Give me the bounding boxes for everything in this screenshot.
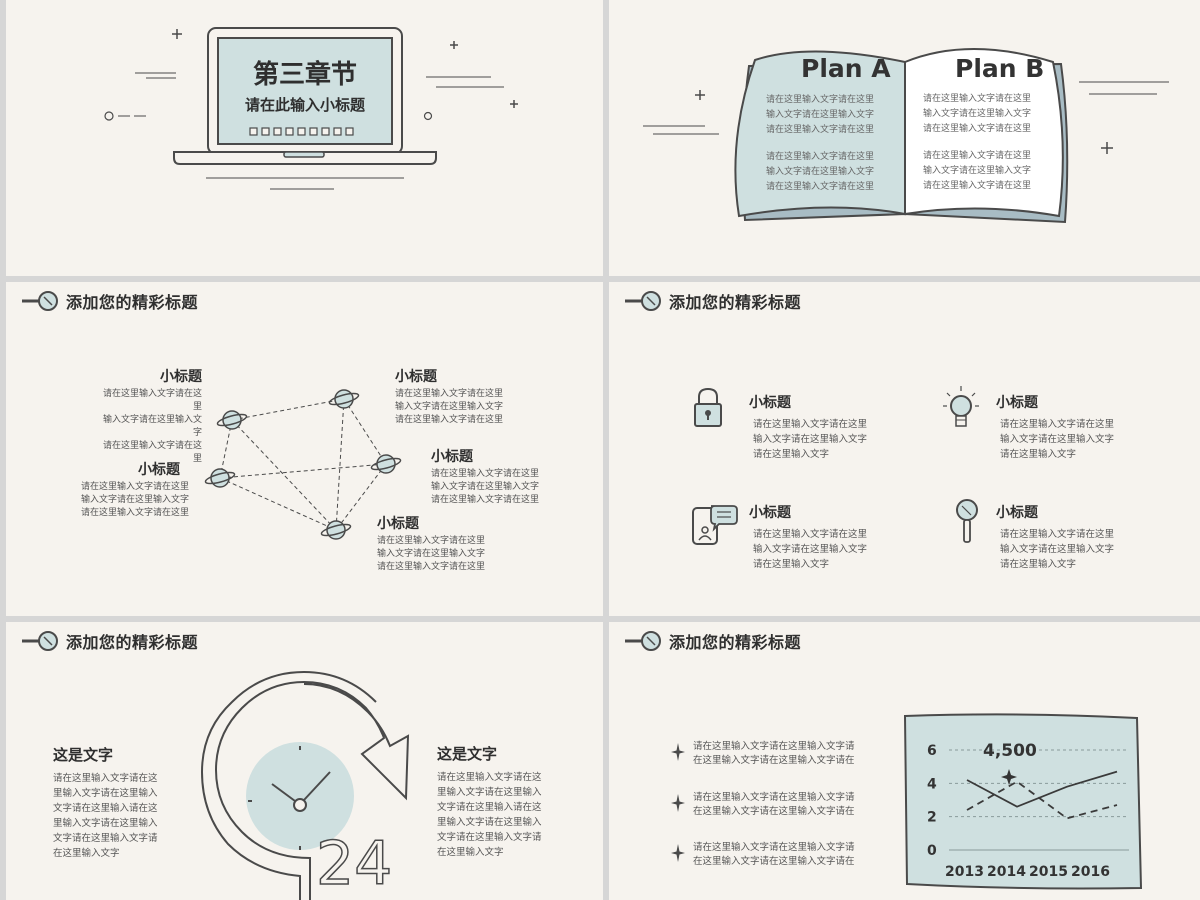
highlight-value-label: 4,500 (983, 741, 1037, 761)
slide-planet-network: 添加您的精彩标题 (6, 282, 603, 616)
bullet-item: 请在这里输入文字请在这里输入文字请 在这里输入文字请在这里输入文字请在 (671, 740, 855, 768)
slide-chart: 添加您的精彩标题 请在这里输入文字请在这里输入文字请 在这里输入文字请在这里输入… (609, 622, 1200, 900)
planet-icon (204, 468, 236, 488)
slide-header-title: 添加您的精彩标题 (669, 633, 802, 652)
y-tick-label: 0 (927, 843, 937, 859)
slide-header: 添加您的精彩标题 (623, 628, 801, 654)
slide-section-cover: 第三章节 请在此输入小标题 (6, 0, 603, 276)
left-text-block: 这是文字 请在这里输入文字请在这 里输入文字请在这里输入 文字请在这里输入请在这… (53, 746, 158, 859)
slide-header-title: 添加您的精彩标题 (66, 633, 199, 652)
y-tick-label: 4 (927, 776, 937, 792)
right-text-block: 这是文字 请在这里输入文字请在这 里输入文字请在这里输入 文字请在这里输入请在这… (437, 745, 542, 858)
slide-header-title: 添加您的精彩标题 (669, 293, 802, 312)
planet-icon (216, 410, 248, 430)
lightbulb-icon (943, 386, 979, 427)
network-item-5: 小标题 请在这里输入文字请在这里 输入文字请在这里输入文字 请在这里输入文字请在… (377, 516, 486, 572)
network-item-1: 小标题 请在这里输入文字请在这里 输入文字请在这里输入文字 请在这里输入文字请在… (102, 369, 202, 464)
slide-header-title: 添加您的精彩标题 (66, 293, 199, 312)
slide-plan-comparison: Plan A Plan B 请在这里输入文字请在这里 输入文字请在这里输入文字 … (609, 0, 1200, 276)
network-item-3: 小标题 请在这里输入文字请在这里 输入文字请在这里输入文字 请在这里输入文字请在… (81, 462, 190, 518)
plan-b-paragraph-1: 请在这里输入文字请在这里 输入文字请在这里输入文字 请在这里输入文字请在这里 (923, 94, 1032, 134)
x-tick-label: 2014 (987, 864, 1026, 880)
plan-b-paragraph-2: 请在这里输入文字请在这里 输入文字请在这里输入文字 请在这里输入文字请在这里 (923, 151, 1032, 191)
slide-clock: 添加您的精彩标题 24 这是文字 请在这里输入文字请在这 里输入文字请在这里输入… (6, 622, 603, 900)
clock-number: 24 (315, 829, 393, 899)
plan-a-title: Plan A (801, 54, 891, 83)
planet-icon (320, 520, 352, 540)
feature-item-3: 小标题 请在这里输入文字请在这里 输入文字请在这里输入文字 请在这里输入文字 (749, 505, 868, 570)
sparkle-icon (671, 844, 685, 862)
slide-header: 添加您的精彩标题 (20, 288, 198, 314)
planet-icon (370, 454, 402, 474)
magnifier-icon (22, 631, 58, 651)
slide-header: 添加您的精彩标题 (20, 628, 198, 654)
plan-a-paragraph-2: 请在这里输入文字请在这里 输入文字请在这里输入文字 请在这里输入文字请在这里 (766, 152, 875, 192)
plan-b-title: Plan B (955, 54, 1045, 83)
highlight-star-icon (1001, 769, 1017, 785)
bullet-item: 请在这里输入文字请在这里输入文字请 在这里输入文字请在这里输入文字请在 (671, 791, 855, 819)
feature-item-2: 小标题 请在这里输入文字请在这里 输入文字请在这里输入文字 请在这里输入文字 (996, 395, 1115, 460)
y-tick-label: 2 (927, 810, 937, 826)
laptop-illustration (104, 27, 518, 190)
bullet-item: 请在这里输入文字请在这里输入文字请 在这里输入文字请在这里输入文字请在 (671, 841, 855, 869)
sparkle-icon (671, 794, 685, 812)
x-tick-label: 2013 (945, 864, 984, 880)
magnifier-icon (22, 291, 58, 311)
planet-icon (328, 389, 360, 409)
plan-a-paragraph-1: 请在这里输入文字请在这里 输入文字请在这里输入文字 请在这里输入文字请在这里 (766, 95, 875, 135)
chart-series-line (966, 780, 1118, 820)
section-subtitle: 请在此输入小标题 (244, 96, 365, 114)
phone-chat-icon (692, 505, 738, 545)
network-item-4: 小标题 请在这里输入文字请在这里 输入文字请在这里输入文字 请在这里输入文字请在… (431, 449, 540, 505)
x-tick-label: 2016 (1071, 864, 1110, 880)
clock-illustration (200, 670, 410, 900)
planet-network-diagram (204, 389, 402, 540)
chart-series-line (966, 770, 1118, 808)
lock-icon (694, 387, 722, 427)
slide-icon-features: 添加您的精彩标题 小标题 请在这里输入文字请在这里 输入文字请在这里输入文字 请… (609, 282, 1200, 616)
magnifier-icon (956, 499, 978, 543)
y-tick-label: 6 (927, 743, 937, 759)
section-title: 第三章节 (252, 60, 357, 90)
x-tick-label: 2015 (1029, 864, 1068, 880)
feature-item-4: 小标题 请在这里输入文字请在这里 输入文字请在这里输入文字 请在这里输入文字 (996, 505, 1115, 570)
open-book-illustration (643, 48, 1169, 224)
network-item-2: 小标题 请在这里输入文字请在这里 输入文字请在这里输入文字 请在这里输入文字请在… (395, 369, 504, 425)
magnifier-icon (625, 631, 661, 651)
slide-header: 添加您的精彩标题 (623, 288, 801, 314)
feature-item-1: 小标题 请在这里输入文字请在这里 输入文字请在这里输入文字 请在这里输入文字 (749, 395, 868, 460)
sparkle-icon (671, 743, 685, 761)
magnifier-icon (625, 291, 661, 311)
